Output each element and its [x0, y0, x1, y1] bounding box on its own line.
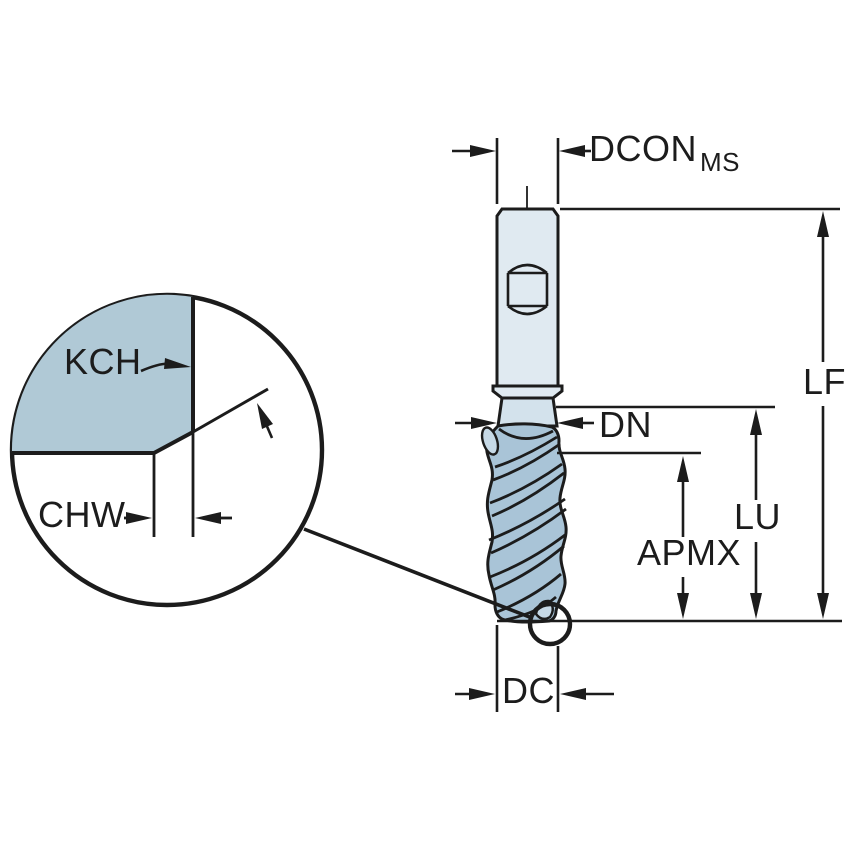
dim-dc	[455, 625, 614, 712]
label-lf: LF	[803, 361, 847, 402]
chamfer-angle-arrow	[257, 403, 274, 439]
dim-lu	[556, 405, 775, 619]
label-chw: CHW	[38, 494, 126, 535]
chamfer-edges	[12, 297, 195, 455]
tool-collar	[491, 384, 564, 400]
label-dcon-subscript: MS	[700, 147, 740, 177]
label-kch: KCH	[64, 341, 142, 382]
detail-leader-line	[303, 527, 533, 620]
detail-marker-circle	[527, 601, 573, 647]
label-apmx: APMX	[637, 532, 742, 573]
dim-dn	[455, 417, 594, 429]
dim-dcon	[452, 138, 591, 204]
dim-apmx	[557, 451, 701, 619]
dim-lf	[497, 207, 842, 623]
weldon-flat	[506, 263, 549, 316]
label-dc: DC	[502, 670, 555, 711]
chamfer-shaded-region	[11, 294, 193, 453]
dim-chw	[124, 432, 232, 537]
chamfer-angle-line	[192, 387, 269, 434]
tool-neck	[496, 396, 559, 428]
label-dcon: DCON	[589, 128, 697, 169]
label-dn: DN	[599, 404, 652, 445]
kch-leader-arrow	[140, 358, 191, 373]
flute-helix-lines	[488, 427, 567, 622]
flute-highlight-top	[480, 426, 500, 456]
label-lu: LU	[734, 496, 782, 537]
tool-shank	[495, 207, 560, 388]
